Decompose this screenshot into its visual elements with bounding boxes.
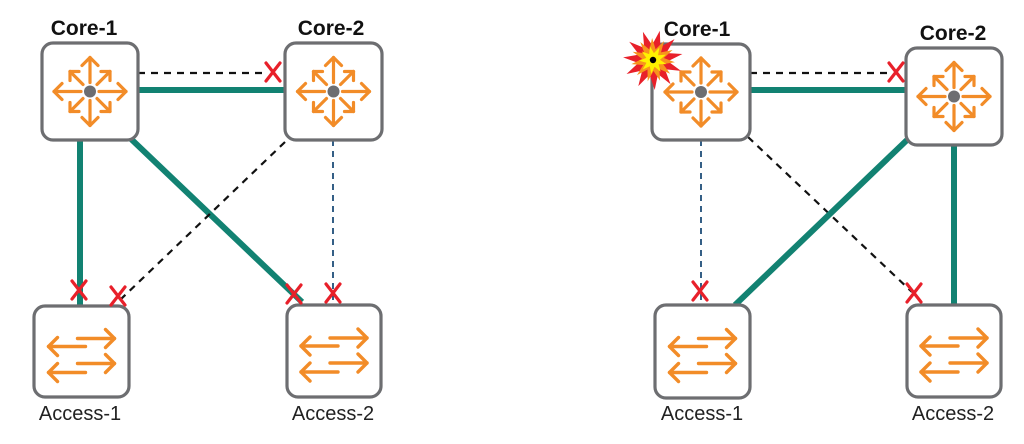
blocked-port-x-icon xyxy=(324,282,342,304)
blocked-port-x-icon xyxy=(887,61,905,83)
access-device-box xyxy=(905,303,1003,399)
link-core1-access2-blocked xyxy=(747,136,913,293)
node-label: Access-1 xyxy=(39,403,121,425)
blocked-marks-layer xyxy=(70,61,342,307)
blocked-port-x-icon xyxy=(109,285,127,307)
node-label: Core-2 xyxy=(298,17,365,40)
node-label: Core-2 xyxy=(920,22,987,45)
access-device-box xyxy=(32,304,131,399)
blocked-port-x-icon xyxy=(285,283,303,305)
blocked-port-x-icon xyxy=(264,61,282,83)
node-label: Access-2 xyxy=(292,403,374,425)
access-device-box xyxy=(285,303,383,399)
blocked-port-x-icon xyxy=(691,280,709,302)
blocked-port-x-icon xyxy=(905,282,923,304)
node-access1[interactable]: Access-1 xyxy=(653,303,752,425)
node-core1[interactable]: Core-1 xyxy=(40,17,140,142)
node-label: Core-1 xyxy=(51,17,118,40)
node-label: Core-1 xyxy=(664,18,731,41)
node-core2[interactable]: Core-2 xyxy=(283,17,384,142)
node-core2[interactable]: Core-2 xyxy=(904,22,1004,147)
link-core2-access1-blocked xyxy=(119,141,286,301)
link-core2-access1-active xyxy=(732,137,910,308)
failure-explosion-icon xyxy=(623,30,683,90)
node-label: Access-1 xyxy=(661,403,743,425)
link-core1-access2-active xyxy=(127,135,305,305)
node-access1[interactable]: Access-1 xyxy=(32,304,131,425)
blocked-marks-layer xyxy=(691,61,923,304)
links-layer xyxy=(77,71,334,306)
node-access2[interactable]: Access-2 xyxy=(285,303,383,425)
links-layer xyxy=(700,71,957,308)
node-access2[interactable]: Access-2 xyxy=(905,303,1003,425)
blocked-port-x-icon xyxy=(70,279,88,301)
access-device-box xyxy=(653,303,752,400)
node-label: Access-2 xyxy=(912,403,994,425)
